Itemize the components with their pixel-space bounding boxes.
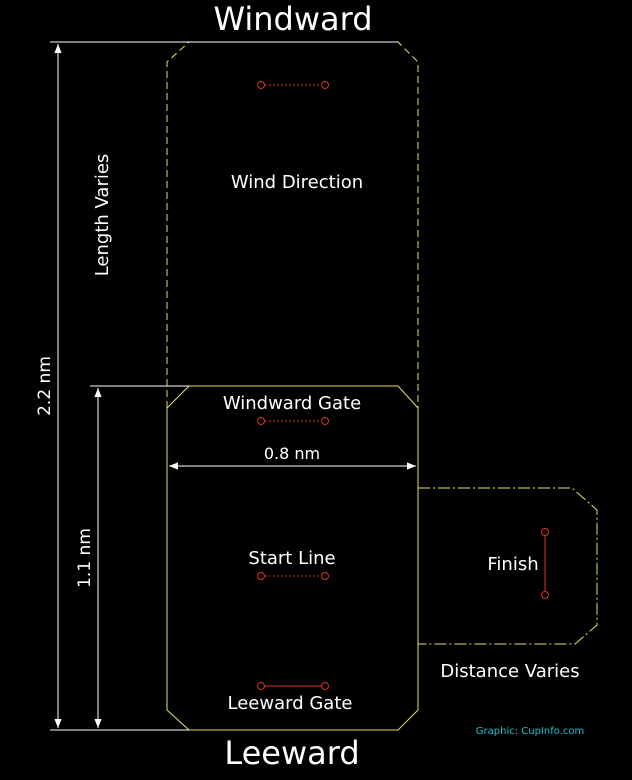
finish-label: Finish (487, 554, 538, 575)
wind-direction-label: Wind Direction (231, 172, 363, 193)
dimension-lines (50, 41, 416, 731)
start-line-mark (257, 572, 329, 580)
credit-label: Graphic: CupInfo.com (476, 726, 584, 737)
upper-boundary (166, 41, 419, 408)
windward-gate-mark (257, 417, 329, 425)
width-label: 0.8 nm (264, 444, 320, 463)
finish-mark (541, 528, 549, 599)
leeward-gate-mark (257, 682, 329, 690)
finish-boundary (417, 487, 598, 710)
windward-gate-label: Windward Gate (223, 393, 361, 414)
lower-boundary (166, 385, 419, 731)
leeward-title: Leeward (224, 734, 359, 772)
distance-varies-label: Distance Varies (440, 661, 579, 682)
start-line-label: Start Line (248, 548, 335, 569)
wind-direction-mark (257, 81, 329, 89)
windward-title: Windward (213, 0, 372, 38)
total-length-label: 2.2 nm (35, 356, 55, 416)
lower-length-label: 1.1 nm (75, 528, 95, 588)
leeward-gate-label: Leeward Gate (228, 693, 353, 714)
length-varies-label: Length Varies (92, 154, 113, 277)
